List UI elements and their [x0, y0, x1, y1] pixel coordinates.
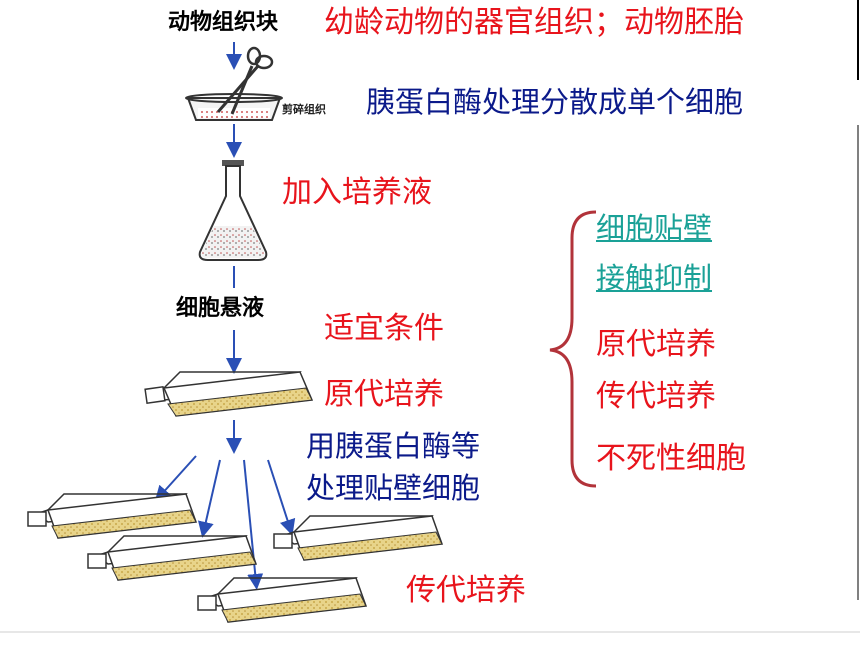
subculture-flask-2-icon	[87, 535, 258, 581]
summary-item-immortal-cells: 不死性细胞	[596, 441, 746, 476]
dish-label: 剪碎组织	[282, 103, 326, 116]
cell-suspension-label: 细胞悬液	[176, 296, 265, 321]
subculture-label: 传代培养	[406, 573, 526, 608]
summary-item-subculture: 传代培养	[596, 379, 716, 414]
trypsin-treatment-line1: 用胰蛋白酶等	[306, 429, 481, 463]
summary-brace	[549, 210, 597, 488]
subculture-flask-4-icon	[197, 577, 368, 623]
flask-icon	[198, 160, 268, 261]
tissue-block-label: 动物组织块	[168, 10, 279, 35]
trypsin-treatment-line2: 处理贴壁细胞	[306, 471, 481, 505]
subculture-flask-3-icon	[273, 515, 444, 561]
arrow-fan-4	[267, 459, 296, 536]
subculture-flask-1-icon	[27, 493, 198, 539]
primary-culture-flask-icon	[144, 371, 314, 417]
suitable-conditions-label: 适宜条件	[324, 311, 444, 346]
arrow-fan-1	[154, 455, 197, 502]
summary-item-primary-culture: 原代培养	[596, 327, 716, 362]
primary-culture-label: 原代培养	[324, 377, 444, 412]
summary-item-contact-inhibition: 接触抑制	[596, 261, 713, 295]
trypsin-dispersal-label: 胰蛋白酶处理分散成单个细胞	[366, 85, 744, 119]
summary-item-cell-adhesion: 细胞贴壁	[596, 211, 713, 245]
add-medium-label: 加入培养液	[282, 175, 432, 210]
dish-with-scissors-icon	[185, 46, 283, 121]
arrow-fan-2	[197, 459, 221, 538]
tissue-source-label: 幼龄动物的器官组织；动物胚胎	[324, 5, 744, 40]
